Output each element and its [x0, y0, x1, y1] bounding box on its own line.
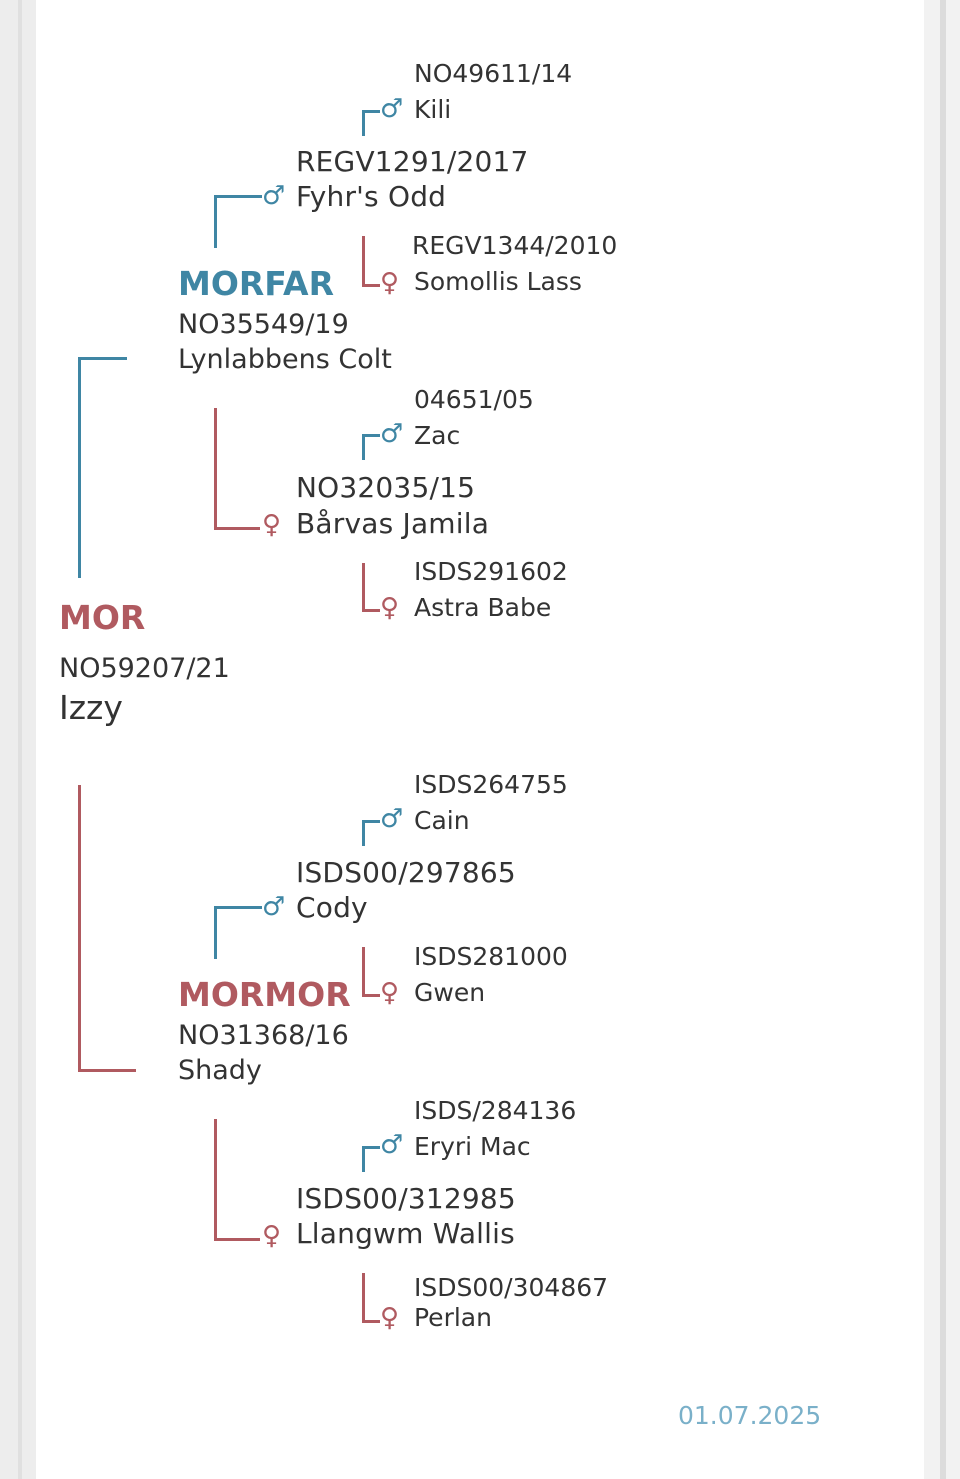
female-symbol-icon: ♀	[262, 1221, 282, 1251]
mor-to-mormor-connector-h	[78, 1069, 136, 1072]
mormor-sire-connector-v	[214, 906, 217, 959]
gwen-connector-h	[362, 994, 380, 997]
morfar-sire-name: Fyhr's Odd	[296, 180, 447, 213]
mor-label: MOR	[59, 598, 146, 637]
female-symbol-icon: ♀	[380, 978, 400, 1008]
mormor-name: Shady	[178, 1055, 262, 1086]
perlan-connector-v	[362, 1273, 365, 1322]
kili-connector-v	[362, 110, 365, 136]
somollis-connector-v	[362, 236, 365, 286]
cain-name: Cain	[414, 806, 470, 835]
kili-connector-h	[362, 110, 380, 113]
male-symbol-icon: ♂	[262, 892, 286, 922]
mormor-dam-reg: ISDS00/312985	[296, 1182, 516, 1215]
zac-connector-h	[362, 434, 380, 437]
zac-reg: 04651/05	[414, 385, 534, 414]
mormor-dam-connector-v	[214, 1119, 217, 1241]
gwen-connector-v	[362, 947, 365, 996]
mormor-label: MORMOR	[178, 975, 351, 1014]
somollis-connector-h	[362, 284, 380, 287]
eryri-reg: ISDS/284136	[414, 1096, 577, 1125]
kili-reg: NO49611/14	[414, 59, 573, 88]
astra-reg: ISDS291602	[414, 557, 568, 586]
eryri-name: Eryri Mac	[414, 1132, 531, 1161]
female-symbol-icon: ♀	[380, 268, 400, 298]
morfar-sire-connector-h	[214, 195, 262, 198]
cain-reg: ISDS264755	[414, 770, 568, 799]
male-symbol-icon: ♂	[380, 94, 404, 124]
mormor-sire-name: Cody	[296, 891, 368, 924]
kili-name: Kili	[414, 95, 452, 124]
perlan-connector-h	[362, 1320, 380, 1323]
astra-name: Astra Babe	[414, 593, 552, 622]
somollis-name: Somollis Lass	[414, 267, 582, 296]
morfar-dam-name: Bårvas Jamila	[296, 507, 490, 540]
eryri-connector-h	[362, 1146, 380, 1149]
female-symbol-icon: ♀	[380, 593, 400, 623]
zac-name: Zac	[414, 421, 461, 450]
mor-reg: NO59207/21	[59, 653, 230, 684]
astra-connector-v	[362, 563, 365, 611]
cain-connector-h	[362, 820, 380, 823]
mormor-dam-name: Llangwm Wallis	[296, 1217, 515, 1250]
pedigree-sheet	[36, 0, 924, 1479]
page-right-edge	[924, 0, 960, 1479]
page-left-edge	[0, 0, 36, 1479]
document-date: 01.07.2025	[678, 1401, 822, 1430]
mor-to-morfar-connector-v	[78, 358, 81, 578]
female-symbol-icon: ♀	[380, 1303, 400, 1333]
mor-name: Izzy	[59, 688, 123, 727]
morfar-name: Lynlabbens Colt	[178, 344, 392, 375]
morfar-reg: NO35549/19	[178, 309, 349, 340]
morfar-dam-reg: NO32035/15	[296, 471, 476, 504]
morfar-dam-connector-h	[214, 527, 260, 530]
male-symbol-icon: ♂	[380, 1130, 404, 1160]
male-symbol-icon: ♂	[262, 181, 286, 211]
mor-to-mormor-connector-v	[78, 785, 81, 1072]
morfar-sire-connector-v	[214, 195, 217, 248]
female-symbol-icon: ♀	[262, 510, 282, 540]
mormor-sire-reg: ISDS00/297865	[296, 856, 516, 889]
cain-connector-v	[362, 820, 365, 846]
perlan-reg: ISDS00/304867	[414, 1273, 609, 1302]
zac-connector-v	[362, 434, 365, 460]
male-symbol-icon: ♂	[380, 804, 404, 834]
gwen-name: Gwen	[414, 978, 486, 1007]
morfar-sire-reg: REGV1291/2017	[296, 145, 529, 178]
perlan-name: Perlan	[414, 1303, 492, 1332]
mormor-reg: NO31368/16	[178, 1020, 349, 1051]
eryri-connector-v	[362, 1146, 365, 1172]
mormor-sire-connector-h	[214, 906, 262, 909]
morfar-dam-connector-v	[214, 408, 217, 530]
gwen-reg: ISDS281000	[414, 942, 568, 971]
mormor-dam-connector-h	[214, 1238, 260, 1241]
somollis-reg: REGV1344/2010	[412, 231, 618, 260]
male-symbol-icon: ♂	[380, 419, 404, 449]
mor-to-morfar-connector-h	[78, 357, 127, 360]
morfar-label: MORFAR	[178, 264, 335, 303]
astra-connector-h	[362, 609, 380, 612]
